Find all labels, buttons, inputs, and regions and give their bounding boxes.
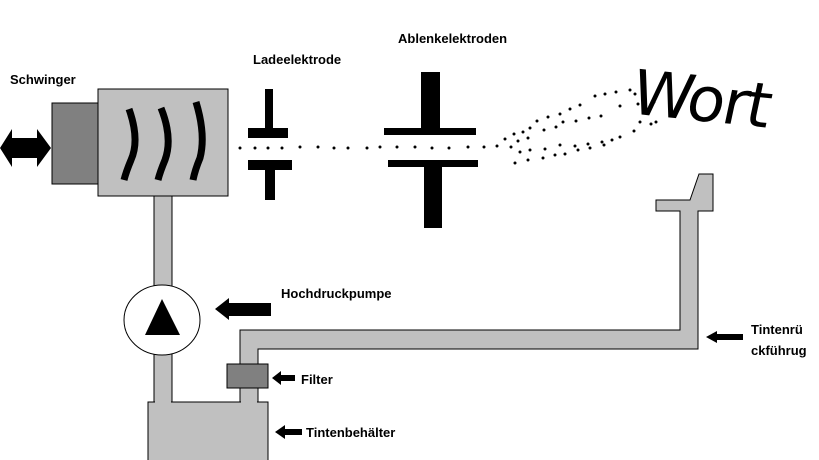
ink-droplet [638,120,642,124]
ink-droplet [614,90,618,94]
return-pointer-arrow-icon [706,331,743,343]
ink-droplet [521,130,525,134]
ink-droplet [526,158,530,162]
vibration-waves-icon [120,100,206,181]
ink-droplet [346,146,350,150]
ink-droplet [587,116,591,120]
ink-droplet [518,150,522,154]
ink-droplet [636,102,640,106]
filter [226,363,269,389]
filter-pointer-arrow-icon [272,371,295,385]
double-arrow-icon [0,129,51,167]
oscillator-actuator [51,102,100,185]
ink-droplet [600,140,604,144]
ink-droplet [541,156,545,160]
ink-droplets [238,88,658,165]
ink-droplet [298,145,302,149]
ink-droplet [593,94,597,98]
label-ink-return-2: ckführug [751,343,807,358]
ink-droplet [558,143,562,147]
ink-droplet [610,138,614,142]
ink-droplet [628,88,632,92]
ink-droplet [576,148,580,152]
ink-droplet [618,104,622,108]
ink-droplet [253,146,257,150]
ink-droplet [633,92,637,96]
handwritten-word: Wort [625,56,778,143]
ink-droplet [503,137,507,141]
ink-droplet [543,147,547,151]
ink-droplet [528,148,532,152]
ink-droplet [413,145,417,149]
ink-droplet [542,128,546,132]
ink-droplet [516,139,520,143]
ink-droplet [553,153,557,157]
pipe-joint [241,396,257,404]
charge-electrode [248,89,292,200]
ink-droplet [526,136,530,140]
pipe-joint [155,396,171,404]
label-charge-electrode: Ladeelektrode [253,52,342,67]
print-head [97,88,229,197]
ink-droplet [632,129,636,133]
ink-droplet [546,115,550,119]
ink-droplet [599,114,603,118]
label-deflection-electrodes: Ablenkelektroden [398,31,508,46]
ink-droplet [378,145,382,149]
ink-droplet [649,122,653,126]
ink-droplet [568,107,572,111]
ink-droplet [447,146,451,150]
label-ink-return-1: Tintenrü [751,322,803,337]
ink-droplet [535,119,539,123]
ink-droplet [618,135,622,139]
ink-droplet [332,146,336,150]
ink-droplet [602,143,606,147]
ink-droplet [588,146,592,150]
deflection-electrodes [384,72,478,228]
ink-droplet [482,145,486,149]
label-ink-tank: Tintenbehälter [306,425,396,440]
tank-pointer-arrow-icon [275,425,302,439]
label-oscillator: Schwinger [10,72,76,87]
pump-pointer-arrow-icon [215,298,271,320]
ink-droplet [563,152,567,156]
ink-droplet [509,145,513,149]
ink-tank [147,401,269,460]
ink-droplet [603,92,607,96]
ink-droplet [395,145,399,149]
ink-droplet [573,144,577,148]
ink-return-pipe [239,173,714,405]
ink-droplet [513,161,517,165]
ink-droplet [561,120,565,124]
ink-droplet [528,126,532,130]
ink-droplet [586,142,590,146]
ink-droplet [316,145,320,149]
ink-droplet [238,146,242,150]
ink-droplet [280,146,284,150]
label-pump: Hochdruckpumpe [281,286,392,301]
ink-droplet [512,132,516,136]
ink-droplet [654,120,658,124]
ink-droplet [365,146,369,150]
ink-droplet [430,146,434,150]
ink-droplet [554,125,558,129]
pump-direction-triangle-icon [145,299,180,335]
ink-droplet [652,100,656,104]
ink-droplet [578,103,582,107]
ink-droplet [558,112,562,116]
ink-droplet [266,146,270,150]
label-filter: Filter [301,372,333,387]
ink-droplet [495,144,499,148]
ink-droplet [466,145,470,149]
ink-droplet [574,119,578,123]
